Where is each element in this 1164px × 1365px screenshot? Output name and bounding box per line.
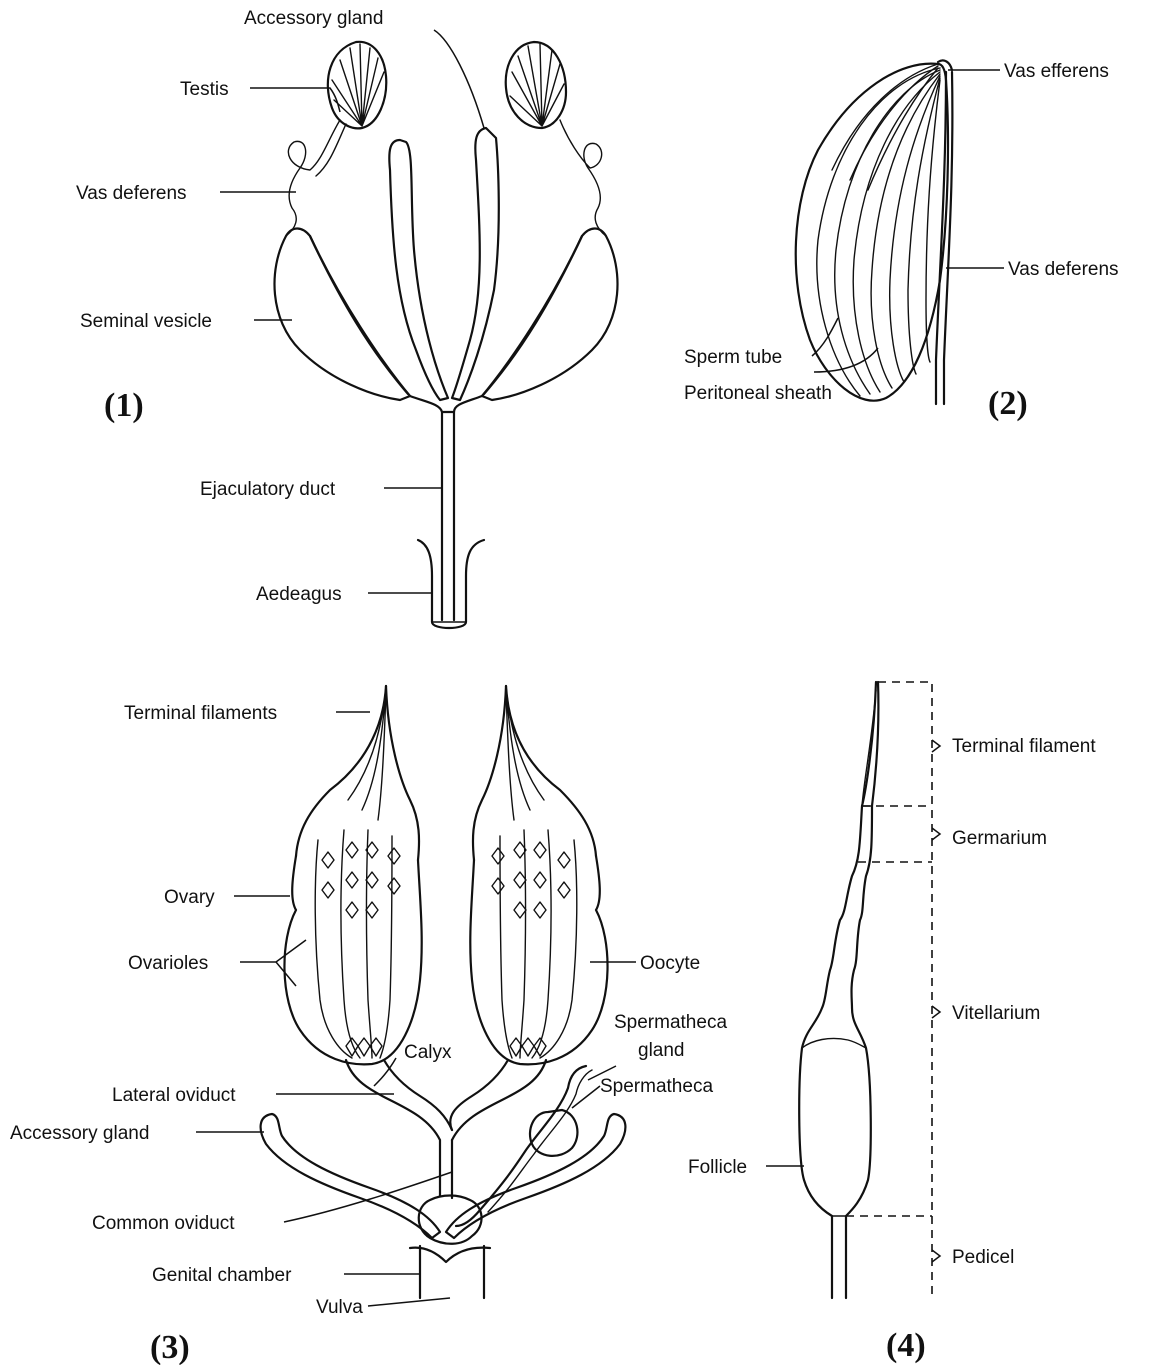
- left-testis: [328, 42, 386, 129]
- left-vas-deferens: [286, 120, 340, 236]
- p2-peritoneal-sheath-label: Peritoneal sheath: [684, 383, 832, 404]
- p3-accessory-gland-label: Accessory gland: [10, 1123, 149, 1144]
- p4-follicle-label: Follicle: [688, 1157, 747, 1178]
- right-terminal-filaments: [506, 686, 596, 856]
- p4-terminal-filament-label: Terminal filament: [952, 736, 1096, 757]
- p3-calyx-label: Calyx: [404, 1042, 452, 1063]
- left-accessory-gland: [389, 140, 448, 400]
- panel-2-number: (2): [988, 385, 1028, 422]
- left-seminal-vesicle: [274, 229, 410, 401]
- p4-pedicel-label: Pedicel: [952, 1247, 1014, 1268]
- p1-accessory-gland-label: Accessory gland: [244, 8, 383, 29]
- p3-oocyte-label: Oocyte: [640, 953, 700, 974]
- left-calyx: [346, 1060, 440, 1196]
- p4-germarium-label: Germarium: [952, 828, 1047, 849]
- p4-vitellarium-label: Vitellarium: [952, 1003, 1040, 1024]
- p3-lateral-oviduct-label: Lateral oviduct: [112, 1085, 236, 1106]
- p2-vas-efferens-label: Vas efferens: [1004, 61, 1109, 82]
- p3-spermatheca-gland-label-1: Spermatheca: [614, 1012, 727, 1033]
- left-p3-accessory-gland: [261, 1114, 440, 1238]
- p3-spermatheca-gland-label-2: gland: [638, 1040, 685, 1061]
- p1-aedeagus-label: Aedeagus: [256, 584, 342, 605]
- p3-ovary-label: Ovary: [164, 887, 215, 908]
- right-seminal-vesicle: [482, 229, 618, 401]
- region-brackets: [878, 682, 932, 1296]
- p3-vulva-label: Vulva: [316, 1297, 363, 1318]
- p2-sperm-tube-label: Sperm tube: [684, 347, 782, 368]
- sperm-tubes: [817, 64, 940, 396]
- left-ovarioles: [315, 830, 400, 1058]
- panel-2-testis-detail: Vas efferens Vas deferens Sperm tube Per…: [684, 60, 1119, 422]
- right-p3-accessory-gland: [446, 1114, 625, 1238]
- ovariole-left-edge: [799, 682, 876, 1298]
- p3-ovarioles-label: Ovarioles: [128, 953, 208, 974]
- p3-genital-chamber-label: Genital chamber: [152, 1265, 292, 1286]
- p3-common-oviduct-label: Common oviduct: [92, 1213, 235, 1234]
- aedeagus: [418, 540, 484, 628]
- p1-seminal-vesicle-label: Seminal vesicle: [80, 311, 212, 332]
- p1-ejaculatory-duct-label: Ejaculatory duct: [200, 479, 336, 500]
- panel-4-ovariole: Terminal filament Germarium Vitellarium …: [688, 682, 1096, 1364]
- panel-4-number: (4): [886, 1327, 926, 1364]
- panel-1-male-system: Accessory gland Testis Vas deferens Semi…: [76, 8, 618, 628]
- right-testis: [506, 42, 566, 128]
- p1-vas-deferens-label: Vas deferens: [76, 183, 187, 204]
- ovariole-right-edge: [846, 682, 878, 1298]
- p3-spermatheca-label: Spermatheca: [600, 1076, 713, 1097]
- panel-1-number: (1): [104, 387, 144, 424]
- panel-3-number: (3): [150, 1329, 190, 1365]
- p2-vas-deferens-label: Vas deferens: [1008, 259, 1119, 280]
- right-vas-deferens: [560, 120, 606, 236]
- p1-testis-label: Testis: [180, 79, 229, 100]
- panel-3-female-system: Terminal filaments Ovary Ovarioles Oocyt…: [10, 686, 727, 1365]
- p3-terminal-filaments-label: Terminal filaments: [124, 703, 277, 724]
- right-ovarioles: [492, 830, 577, 1058]
- right-accessory-gland: [452, 128, 499, 400]
